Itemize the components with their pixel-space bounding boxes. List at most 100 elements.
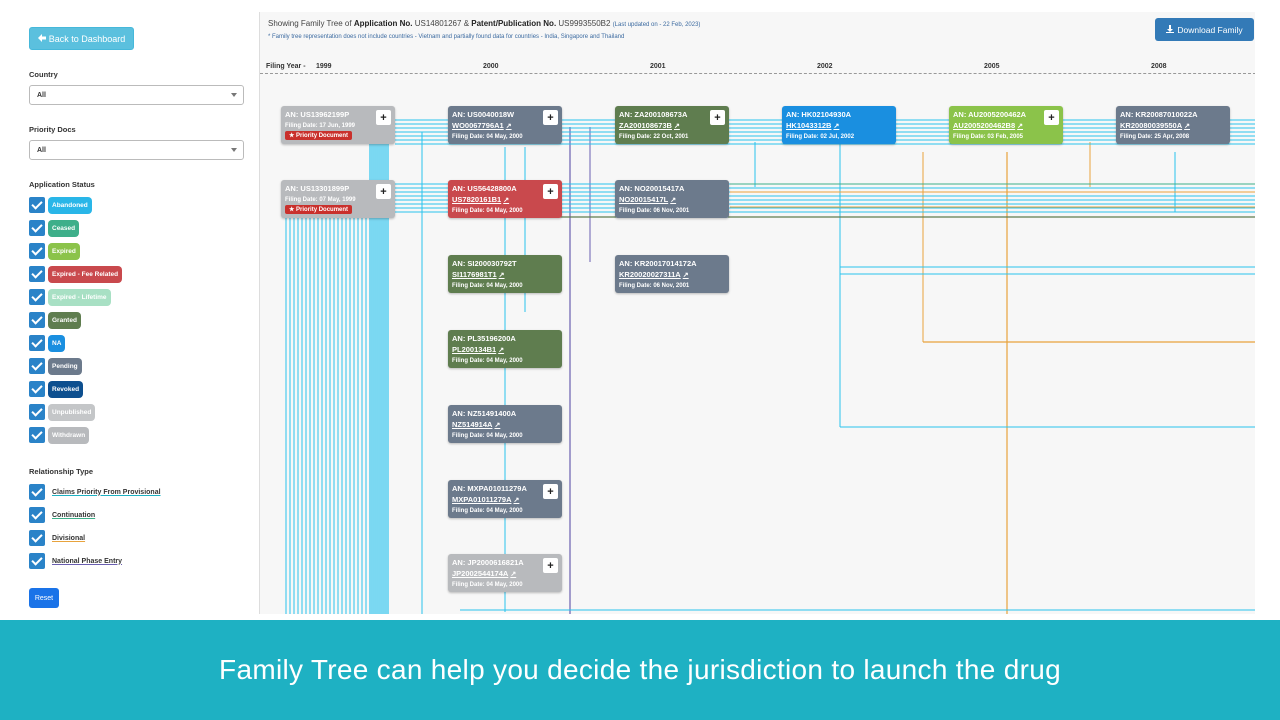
expand-plus-icon[interactable]: + [543,184,558,199]
country-select[interactable]: All [29,85,244,105]
checkbox[interactable] [29,381,45,397]
external-link-icon: ↗ [494,422,501,429]
relationship-filter-item[interactable]: Divisional [29,529,85,547]
application-number: AN: MXPA01011279A [452,484,527,493]
relationship-label: Continuation [52,511,96,519]
publication-link[interactable]: US7820161B1↗ [452,195,558,204]
publication-number: KR20020027311A [619,270,681,279]
status-filter-item[interactable]: Revoked [29,380,84,398]
status-badge: NA [48,334,66,352]
checkbox[interactable] [29,358,45,374]
priority-label: Priority Document [296,133,349,139]
publication-link[interactable]: NZ514914A↗ [452,420,558,429]
status-filter-item[interactable]: Withdrawn [29,426,90,444]
checkbox[interactable] [29,484,45,500]
expand-plus-icon[interactable]: + [710,110,725,125]
download-family-label: Download Family [1177,24,1243,35]
status-filter-item[interactable]: Pending [29,357,82,375]
expand-plus-icon[interactable]: + [543,484,558,499]
expand-plus-icon[interactable]: + [543,558,558,573]
publication-link[interactable]: SI1176981T1↗ [452,270,558,279]
relationship-filter-item[interactable]: Claims Priority From Provisional [29,483,161,501]
family-node[interactable]: AN: US0040018W WO0067796A1↗ Filing Date: 0… [448,106,562,144]
application-number: AN: US13962199P [285,110,350,119]
filing-date: Filing Date: 04 May, 2000 [452,134,523,140]
expand-plus-icon[interactable]: + [376,110,391,125]
filing-date: Filing Date: 25 Apr, 2008 [1120,134,1190,140]
relationship-filter-item[interactable]: National Phase Entry [29,552,122,570]
publication-number: US7820161B1 [452,195,502,204]
status-filter-item[interactable]: Granted [29,311,81,329]
checkbox[interactable] [29,289,45,305]
status-filter-item[interactable]: NA [29,334,66,352]
filing-date: Filing Date: 07 May, 1999 [285,197,356,203]
status-badge: Unpublished [48,403,96,421]
external-link-icon: ↗ [513,497,520,504]
checkbox[interactable] [29,530,45,546]
checkbox[interactable] [29,404,45,420]
status-filter-item[interactable]: Expired - Lifetime [29,288,111,306]
chevron-down-icon [231,148,237,152]
relationship-filter-item[interactable]: Continuation [29,506,95,524]
checkbox[interactable] [29,266,45,282]
publication-link[interactable]: MXPA01011279A↗ [452,495,558,504]
expand-plus-icon[interactable]: + [543,110,558,125]
application-number: AN: US0040018W [452,110,515,119]
heading-prefix: Showing Family Tree of [268,19,352,28]
expand-plus-icon[interactable]: + [376,184,391,199]
publication-link[interactable]: KR20020027311A↗ [619,270,725,279]
download-family-button[interactable]: Download Family [1155,18,1254,41]
publication-number: KR20080039550A [1120,121,1183,130]
checkbox[interactable] [29,335,45,351]
external-link-icon: ↗ [1184,123,1191,130]
publication-link[interactable]: WO0067796A1↗ [452,121,558,130]
back-to-dashboard-button[interactable]: Back to Dashboard [29,27,134,50]
status-filter-item[interactable]: Ceased [29,219,80,237]
checkbox[interactable] [29,220,45,236]
application-number: AN: KR20017014172A [619,259,697,268]
status-filter-item[interactable]: Expired [29,242,80,260]
status-filter-item[interactable]: Expired - Fee Related [29,265,123,283]
reset-button[interactable]: Reset [29,588,59,608]
filing-date: Filing Date: 04 May, 2000 [452,208,523,214]
checkbox[interactable] [29,427,45,443]
download-icon [1166,24,1175,35]
publication-number: HK1043312B [786,121,832,130]
publication-link[interactable]: HK1043312B↗ [786,121,892,130]
publication-link[interactable]: JP2002544174A↗ [452,569,558,578]
checkbox[interactable] [29,197,45,213]
publication-number: SI1176981T1 [452,270,497,279]
checkbox[interactable] [29,507,45,523]
checkbox[interactable] [29,312,45,328]
application-number: AN: ZA200108673A [619,110,688,119]
status-filter-item[interactable]: Unpublished [29,403,96,421]
status-filter-item[interactable]: Abandoned [29,196,92,214]
application-status-label: Application Status [29,180,95,189]
status-badge: Pending [48,357,82,375]
publication-link[interactable]: AU2005200462B8↗ [953,121,1059,130]
publication-link[interactable]: NO20015417L↗ [619,195,725,204]
filing-date: Filing Date: 04 May, 2000 [452,433,523,439]
publication-link[interactable]: PL200134B1↗ [452,345,558,354]
priority-docs-select[interactable]: All [29,140,244,160]
publication-link[interactable]: ZA200108673B↗ [619,121,725,130]
publication-link[interactable]: KR20080039550A↗ [1120,121,1226,130]
external-link-icon: ↗ [1017,123,1024,130]
checkbox[interactable] [29,243,45,259]
checkbox[interactable] [29,553,45,569]
expand-plus-icon[interactable]: + [1044,110,1059,125]
